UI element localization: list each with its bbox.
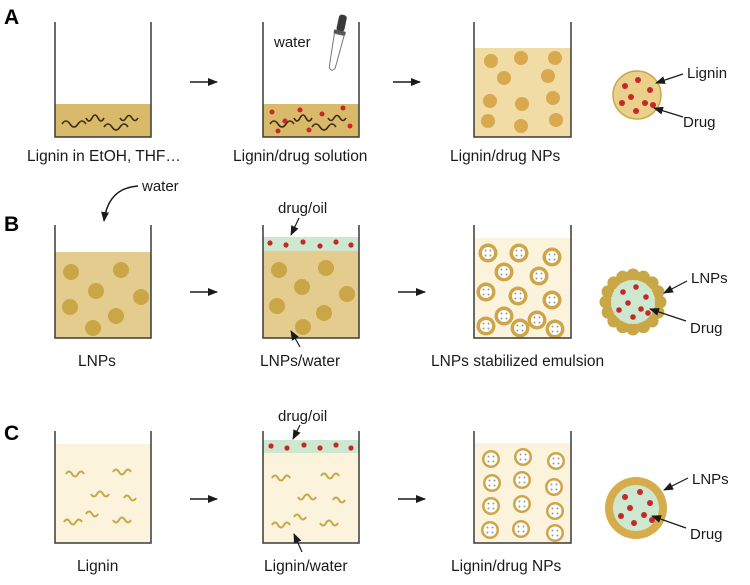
particle-diagram-c: LNPs Drug <box>605 471 729 543</box>
beaker-outline <box>54 22 152 138</box>
oil-label-b: drug/oil <box>278 200 327 217</box>
oil-pointer-b <box>290 217 300 236</box>
caption-c2: Lignin/water <box>264 558 348 575</box>
beaker-a1 <box>54 22 152 138</box>
beaker-c1 <box>54 431 152 544</box>
caption-c1: Lignin <box>77 558 118 575</box>
beaker-outline <box>262 225 360 339</box>
caption-a1: Lignin in EtOH, THF… <box>27 148 181 165</box>
lnp-particles <box>62 262 149 336</box>
legend-drug-b: Drug <box>690 320 723 337</box>
caption-b1: LNPs <box>78 353 116 370</box>
oil-pointer-c <box>292 424 301 440</box>
lignin-strands <box>269 114 347 131</box>
drug-dots <box>269 105 353 134</box>
beaker-a2 <box>262 22 360 138</box>
emulsion-droplets <box>476 243 565 339</box>
beaker-outline <box>473 431 572 544</box>
panel-c: C Lignin <box>4 408 729 575</box>
panel-label-c: C <box>4 422 19 445</box>
drug-dots <box>268 442 354 451</box>
caption-a3: Lignin/drug NPs <box>450 148 561 165</box>
beaker-c2 <box>262 431 360 544</box>
water-label-a: water <box>273 34 311 51</box>
panel-label-a: A <box>4 6 19 29</box>
lignin-strands <box>61 114 139 131</box>
core-shell-nps <box>481 448 565 542</box>
beaker-b3 <box>473 225 572 339</box>
beaker-b2 <box>262 225 360 339</box>
legend-lignin-a: Lignin <box>687 65 727 82</box>
lignin-strands <box>271 472 346 529</box>
oil-layer <box>263 440 359 453</box>
drug-dots <box>267 239 354 249</box>
lignin-strands <box>63 468 137 526</box>
oil-label-c: drug/oil <box>278 408 327 425</box>
caption-b3: LNPs stabilized emulsion <box>431 353 604 370</box>
particle-diagram-a: Lignin Drug <box>612 65 727 131</box>
panel-a: A Lignin in EtOH, THF… <box>4 6 727 165</box>
beaker-outline <box>262 22 360 138</box>
legend-drug-c: Drug <box>690 526 723 543</box>
dropper-icon <box>328 14 347 71</box>
oil-layer <box>263 237 359 251</box>
caption-b2: LNPs/water <box>260 353 340 370</box>
caption-a2: Lignin/drug solution <box>233 148 367 165</box>
legend-lnps-c: LNPs <box>692 471 729 488</box>
panel-b: B LNPs <box>4 200 728 370</box>
water-pointer-b <box>290 330 301 348</box>
nanoparticles <box>481 51 563 133</box>
legend-drug-a: Drug <box>683 114 716 131</box>
water-pointer-c <box>293 533 303 553</box>
beaker-a3 <box>473 22 572 138</box>
beaker-outline <box>473 22 572 138</box>
beaker-outline <box>54 431 152 544</box>
lnp-particles <box>269 260 355 335</box>
beaker-outline <box>262 431 360 544</box>
water-arrow-a-to-b: water <box>101 178 179 222</box>
beaker-outline <box>54 225 152 339</box>
beaker-outline <box>473 225 572 339</box>
panel-label-b: B <box>4 213 19 236</box>
caption-c3: Lignin/drug NPs <box>451 558 562 575</box>
water-label-b: water <box>141 178 179 195</box>
beaker-b1 <box>54 225 152 339</box>
particle-diagram-b: LNPs Drug <box>599 268 728 337</box>
beaker-c3 <box>473 431 572 544</box>
legend-lnps-b: LNPs <box>691 270 728 287</box>
